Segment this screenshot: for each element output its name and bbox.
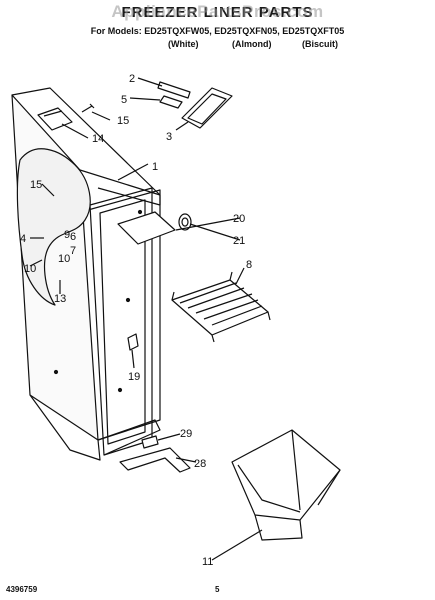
callout-9: 9 [64, 229, 70, 241]
screw-part-15 [81, 103, 95, 113]
callout-7: 7 [70, 245, 76, 257]
diagram-title: FREEZER LINER PARTS [121, 4, 314, 21]
callout-3: 3 [166, 131, 172, 143]
variant-almond: (Almond) [232, 39, 272, 49]
callout-15-a: 15 [117, 115, 129, 127]
callout-6: 6 [70, 231, 76, 243]
document-number: 4396759 [6, 585, 38, 594]
callout-28: 28 [194, 458, 206, 470]
callout-10-b: 10 [24, 263, 36, 275]
callout-11: 11 [202, 556, 213, 568]
clip-part-19 [127, 333, 139, 351]
ice-bin-part-11 [231, 429, 341, 541]
clip-part-2 [157, 81, 191, 99]
callout-29: 29 [180, 428, 192, 440]
clip-part-5 [159, 95, 183, 109]
callout-14: 14 [92, 133, 104, 145]
callout-5: 5 [121, 94, 127, 106]
callout-2: 2 [129, 73, 135, 85]
rail-part-28 [119, 447, 191, 473]
callout-4: 4 [20, 233, 26, 245]
flange-part-20 [117, 211, 192, 245]
wire-shelf-part-8 [171, 271, 271, 343]
callout-15-b: 15 [30, 179, 42, 191]
watermark-text: AppliancePartsPros.com [111, 2, 324, 21]
model-numbers: For Models: ED25TQXFW05, ED25TQXFN05, ED… [90, 26, 345, 36]
variant-biscuit: (Biscuit) [302, 39, 338, 49]
page-number: 5 [215, 585, 220, 594]
callout-13: 13 [54, 293, 66, 305]
variant-white: (White) [168, 39, 199, 49]
callout-10-a: 10 [58, 253, 70, 265]
freezer-liner [11, 87, 161, 461]
callout-19: 19 [128, 371, 140, 383]
callout-20: 20 [233, 213, 245, 225]
callout-21: 21 [233, 235, 245, 247]
callout-1: 1 [152, 161, 158, 173]
clip-part-29 [141, 435, 159, 449]
callout-8: 8 [246, 259, 252, 271]
tray-part-3 [181, 87, 233, 129]
